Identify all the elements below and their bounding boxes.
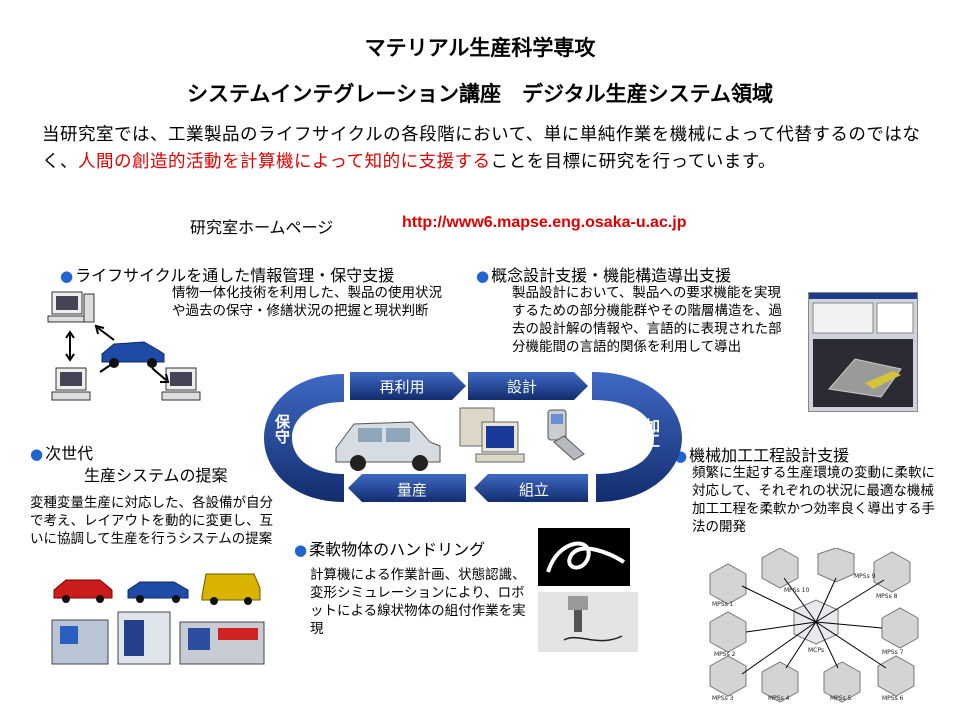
mp-block: [709, 611, 747, 653]
mp-block: [881, 607, 919, 649]
mp-label: MPSs 1: [712, 601, 734, 608]
car-icon: [127, 581, 189, 603]
cycle-label-design: 設計: [507, 378, 537, 396]
phone-icon: [547, 409, 585, 461]
mp-block: [877, 655, 915, 697]
arrows: [65, 324, 170, 383]
mp-block: [873, 551, 911, 593]
mp-block: [761, 548, 799, 589]
robot-hand-photo: [538, 592, 638, 652]
computer-icon: [161, 367, 201, 401]
machine-tool-icon: [51, 619, 109, 665]
car-icon: [335, 421, 441, 471]
section-machining-title: ●機械加工工程設計支援: [674, 442, 849, 466]
computer-icon: [459, 407, 525, 463]
page-subtitle: システムインテグレーション講座 デジタル生産システム領域: [187, 82, 773, 106]
mp-block: [709, 563, 747, 605]
homepage-link[interactable]: http://www6.mapse.eng.osaka-u.ac.jp: [402, 214, 687, 231]
section-nextgen-body: 変種変量生産に対応した、各設備が自分で考え、レイアウトを動的に変更し、互いに協調…: [30, 495, 273, 547]
arrow-machining: [592, 372, 682, 502]
page-title: マテリアル生産科学専攻: [364, 36, 596, 60]
van-icon: [201, 573, 261, 605]
cycle-label-reuse: 再利用: [379, 378, 424, 396]
mp-block: [823, 661, 861, 703]
section-flexible-title-text: 柔軟物体のハンドリング: [309, 540, 486, 559]
section-flexible-body: 計算機による作業計画、状態認識、変形シミュレーションにより、ロボットによる線状物…: [310, 567, 526, 637]
mp-label: MPSs 6: [882, 695, 904, 702]
section-lifecycle-title: ●ライフサイクルを通した情報管理・保守支援: [60, 262, 394, 286]
machining-process-figure: MPSs 1 MPSs 10 MPSs 9 MPSs 8 MPSs 2 MCPs…: [706, 548, 926, 704]
section-concept-title-text: 概念設計支援・機能構造導出支援: [491, 266, 732, 285]
section-concept-body: 製品設計において、製品への要求機能を実現するための部分機能群やその階層構造を、過…: [512, 285, 782, 355]
intro-paragraph: 当研究室では、工業製品のライフサイクルの各段階において、単に単純作業を機械によっ…: [42, 122, 932, 176]
mp-label: MPSs 4: [768, 695, 790, 702]
section-machining-title-text: 機械加工工程設計支援: [689, 446, 850, 465]
cycle-label-maintenance-text: 保守: [273, 414, 291, 444]
intro-highlight: 人間の創造的活動を計算機によって知的に支援する: [78, 152, 491, 172]
section-lifecycle-title-text: ライフサイクルを通した情報管理・保守支援: [75, 266, 395, 285]
section-nextgen-title-text-1: 次世代: [45, 444, 94, 463]
computer-icon: [47, 291, 95, 323]
section-nextgen-title: ●次世代: [30, 440, 93, 464]
homepage-label: 研究室ホームページ: [190, 218, 334, 237]
lifecycle-cycle-diagram: 再利用 設計 組立 量産: [264, 372, 682, 502]
intro-text-1: 当研究室では、工業製品のライフサイクルの各段階において、単に単純作業を機械によっ…: [42, 125, 921, 172]
mp-label: MCPs: [808, 647, 824, 654]
bullet-icon: ●: [476, 267, 490, 285]
machine-tool-icon: [179, 621, 265, 665]
arrow-design: [468, 372, 588, 400]
lifecycle-network-figure: [47, 291, 201, 401]
computer-icon: [51, 367, 91, 401]
mp-block: [817, 548, 855, 583]
section-concept-title: ●概念設計支援・機能構造導出支援: [476, 262, 731, 286]
mp-block: [761, 661, 799, 703]
cycle-label-maintenance: 保守: [272, 414, 292, 448]
cycle-label-assembly: 組立: [519, 481, 549, 499]
mp-label: MPSs 7: [882, 649, 904, 656]
machine-tool-icon: [117, 611, 171, 665]
car-icon: [101, 341, 165, 368]
cycle-label-machining-text: 加工: [643, 418, 661, 448]
mp-label: MPSs 8: [876, 593, 898, 600]
mp-label: MPSs 2: [714, 651, 736, 658]
mp-block: [709, 655, 747, 697]
arrow-reuse: [350, 372, 466, 400]
bullet-icon: ●: [60, 267, 74, 285]
production-figure: [51, 573, 265, 665]
intro-text-2: ことを目標に研究を行っています。: [490, 152, 776, 172]
wire-photo: [538, 528, 630, 586]
cad-screenshot: [808, 292, 918, 412]
cycle-label-mass-production: 量産: [397, 481, 427, 499]
section-lifecycle-body: 情物一体化技術を利用した、製品の使用状況や過去の保守・修繕状況の把握と現状判断: [172, 285, 442, 319]
mp-label: MPSs 10: [784, 587, 809, 594]
bullet-icon: ●: [294, 541, 308, 559]
section-flexible-title: ●柔軟物体のハンドリング: [294, 536, 485, 560]
bullet-icon: ●: [30, 445, 44, 463]
mp-label: MPSs 3: [712, 695, 734, 702]
mp-label: MPSs 9: [854, 573, 876, 580]
cycle-label-machining: 加工: [642, 418, 662, 452]
section-machining-body: 頻繁に生起する生産環境の変動に柔軟に対応して、それぞれの状況に最適な機械加工工程…: [692, 465, 935, 535]
arrow-mass-production: [348, 474, 466, 502]
mp-label: MPSs 5: [830, 695, 852, 702]
car-icon: [53, 579, 113, 603]
arrow-maintenance: [264, 374, 344, 502]
arrow-assembly: [474, 474, 588, 502]
section-nextgen-title-2: 生産システムの提案: [84, 466, 228, 485]
